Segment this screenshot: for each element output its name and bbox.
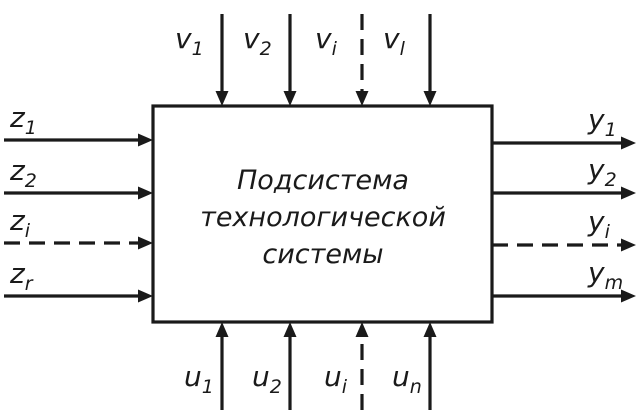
- bottom-input-label-4-subscript: n: [410, 376, 422, 398]
- left-input-label-4: zr: [9, 257, 34, 295]
- right-output-label-1-base: y: [587, 103, 605, 136]
- left-input-label-2-subscript: 2: [25, 170, 37, 192]
- top-input-label-1-base: v: [175, 22, 192, 55]
- right-output-label-3: yi: [587, 205, 611, 243]
- right-output-label-3-subscript: i: [605, 221, 611, 243]
- bottom-input-label-3-base: u: [324, 360, 342, 393]
- top-input-label-3: vi: [315, 22, 338, 60]
- box-line-3: системы: [262, 239, 383, 270]
- top-input-arrow-3-arrowhead: [355, 91, 369, 106]
- top-input-arrow-4-arrowhead: [423, 91, 437, 106]
- left-input-arrow-1: [4, 133, 153, 147]
- right-output-arrow-4-arrowhead: [621, 289, 636, 303]
- bottom-input-arrow-1-arrowhead: [215, 322, 229, 337]
- bottom-input-label-1-base: u: [184, 360, 202, 393]
- right-output-label-2: y2: [587, 153, 617, 191]
- left-input-label-2-base: z: [9, 154, 26, 187]
- right-output-label-2-base: y: [587, 153, 605, 186]
- right-output-arrow-1: [492, 136, 636, 150]
- left-input-arrow-2: [4, 186, 153, 200]
- bottom-input-arrow-3: [355, 322, 369, 410]
- right-output-arrow-4: [492, 289, 636, 303]
- bottom-input-arrow-1: [215, 322, 229, 410]
- left-input-label-1: z1: [9, 101, 37, 139]
- right-output-label-4: ym: [587, 256, 623, 294]
- top-input-label-3-subscript: i: [332, 38, 338, 60]
- bottom-input-label-1-subscript: 1: [202, 376, 214, 398]
- right-output-label-4-base: y: [587, 256, 605, 289]
- bottom-input-label-2-base: u: [252, 360, 270, 393]
- left-input-label-1-subscript: 1: [25, 117, 37, 139]
- right-output-label-3-base: y: [587, 205, 605, 238]
- left-input-arrow-3-arrowhead: [138, 236, 153, 250]
- top-input-label-1-subscript: 1: [192, 38, 204, 60]
- bottom-input-label-3: ui: [324, 360, 348, 398]
- top-input-label-3-base: v: [315, 22, 332, 55]
- top-input-label-2: v2: [243, 22, 272, 60]
- top-input-label-2-subscript: 2: [260, 38, 272, 60]
- right-output-label-1-subscript: 1: [605, 119, 617, 141]
- bottom-input-label-2-subscript: 2: [270, 376, 282, 398]
- right-output-label-1: y1: [587, 103, 617, 141]
- top-input-label-1: v1: [175, 22, 204, 60]
- left-input-label-1-base: z: [9, 101, 26, 134]
- left-input-label-4-base: z: [9, 257, 26, 290]
- bottom-input-label-1: u1: [184, 360, 214, 398]
- top-input-arrow-3: [355, 14, 369, 106]
- left-input-arrow-3: [4, 236, 153, 250]
- right-output-label-2-subscript: 2: [605, 169, 617, 191]
- right-output-arrow-1-arrowhead: [621, 136, 636, 150]
- bottom-input-arrow-4-arrowhead: [423, 322, 437, 337]
- left-input-arrow-2-arrowhead: [138, 186, 153, 200]
- box-line-1: Подсистема: [237, 165, 409, 196]
- left-input-label-2: z2: [9, 154, 37, 192]
- top-input-arrow-1: [215, 14, 229, 106]
- top-input-label-4-base: v: [383, 22, 400, 55]
- left-input-label-4-subscript: r: [25, 273, 34, 295]
- top-input-label-4-subscript: l: [400, 38, 406, 60]
- bottom-input-arrow-2: [283, 322, 297, 410]
- right-output-label-4-subscript: m: [605, 272, 624, 294]
- top-input-label-4: vl: [383, 22, 406, 60]
- right-output-arrow-2: [492, 186, 636, 200]
- left-input-label-3-subscript: i: [25, 220, 31, 242]
- top-input-arrow-2: [283, 14, 297, 106]
- top-input-arrow-1-arrowhead: [215, 91, 229, 106]
- bottom-input-arrow-2-arrowhead: [283, 322, 297, 337]
- left-input-arrow-1-arrowhead: [138, 133, 153, 147]
- top-input-arrow-4: [423, 14, 437, 106]
- right-output-arrow-3: [492, 238, 636, 252]
- bottom-input-label-4-base: u: [392, 360, 410, 393]
- left-input-arrow-4: [4, 289, 153, 303]
- subsystem-box: [151, 104, 494, 324]
- bottom-input-label-4: un: [392, 360, 422, 398]
- bottom-input-label-3-subscript: i: [342, 376, 348, 398]
- box-line-2: технологической: [200, 202, 446, 233]
- top-input-arrow-2-arrowhead: [283, 91, 297, 106]
- left-input-label-3-base: z: [9, 204, 26, 237]
- bottom-input-label-2: u2: [252, 360, 282, 398]
- left-input-label-3: zi: [9, 204, 31, 242]
- right-output-arrow-2-arrowhead: [621, 186, 636, 200]
- bottom-input-arrow-4: [423, 322, 437, 410]
- top-input-label-2-base: v: [243, 22, 260, 55]
- left-input-arrow-4-arrowhead: [138, 289, 153, 303]
- bottom-input-arrow-3-arrowhead: [355, 322, 369, 337]
- right-output-arrow-3-arrowhead: [621, 238, 636, 252]
